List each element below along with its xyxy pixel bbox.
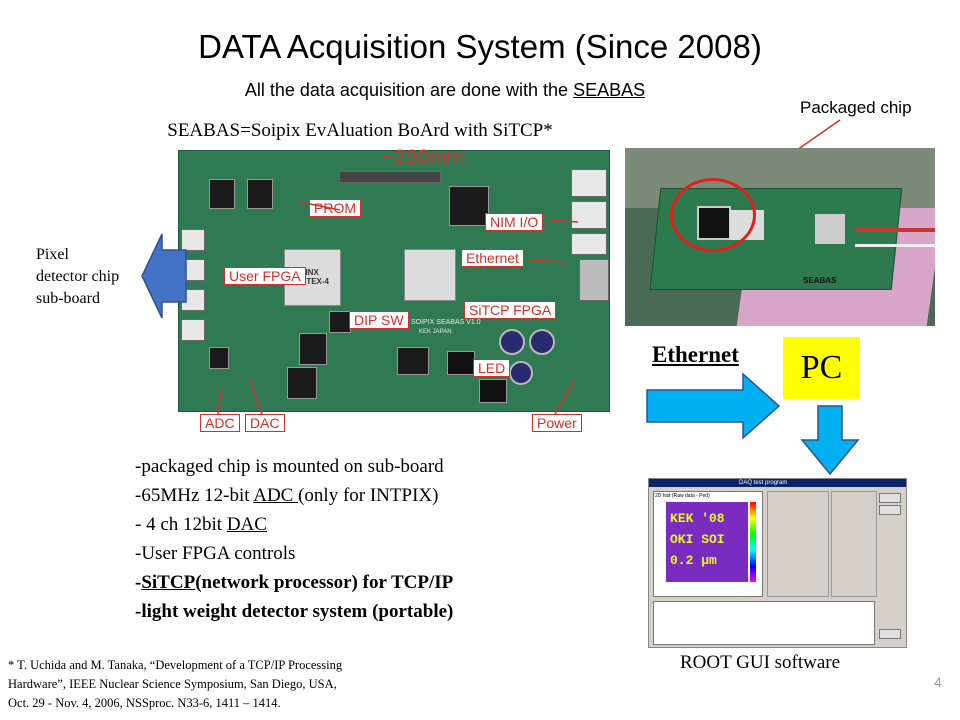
big-left-arrow-icon — [141, 233, 187, 319]
feature-item: -SiTCP(network processor) for TCP/IP — [135, 568, 453, 597]
slide-title: DATA Acquisition System (Since 2008) — [198, 28, 762, 65]
pixel-subboard-label: Pixel detector chip sub-board — [36, 244, 119, 310]
page-number: 4 — [934, 674, 942, 690]
feature-text: -65MHz 12-bit — [135, 485, 254, 506]
feature-item: -65MHz 12-bit ADC (only for INTPIX) — [135, 481, 453, 510]
callout-led: LED — [473, 359, 511, 377]
feature-text: -light weight detector system (portable) — [135, 601, 454, 622]
footnote: * T. Uchida and M. Tanaka, “Development … — [8, 656, 342, 713]
gui-image-line-1: KEK '08 — [670, 511, 725, 526]
subtitle-text: All the data acquisition are done with t… — [244, 80, 574, 100]
pixel-label-line-1: Pixel — [36, 246, 69, 263]
feature-text: (network processor) for TCP/IP — [195, 572, 454, 593]
seabas-definition: SEABAS=Soipix EvAluation BoArd with SiTC… — [167, 120, 553, 141]
callout-user-fpga: User FPGA — [224, 267, 306, 285]
adc-term: ADC — [253, 485, 299, 506]
feature-text: - — [135, 572, 142, 593]
board-size-label: ~230mm — [382, 146, 465, 169]
root-gui-label: ROOT GUI software — [680, 652, 841, 673]
callout-sitcp-fpga: SiTCP FPGA — [464, 301, 557, 319]
callout-nim-io: NIM I/O — [485, 213, 544, 231]
board-silkscreen-2: KEK JAPAN — [419, 329, 452, 335]
gui-image-line-2: OKI SOI — [670, 532, 725, 547]
packaged-chip-label: Packaged chip — [800, 98, 912, 117]
callout-adc: ADC — [200, 414, 240, 432]
fpga-marking: XILINX VIRTEX-4 — [293, 268, 330, 286]
pixel-label-line-3: sub-board — [36, 290, 100, 307]
chip-photo-seabas-text: SEABAS — [803, 276, 837, 285]
gui-image-line-3: 0.2 µm — [670, 553, 717, 568]
footnote-line-3: Oct. 29 - Nov. 4, 2006, NSSproc. N33-6, … — [8, 696, 281, 710]
seabas-board-photo: XILINX VIRTEX-4 SOIPIX SEABAS V1.0 KEK J… — [178, 150, 610, 412]
callout-prom: PROM — [309, 199, 361, 217]
feature-text: -User FPGA controls — [135, 543, 296, 564]
gui-window-title: DAQ test program — [649, 479, 906, 487]
feature-item: -User FPGA controls — [135, 539, 453, 568]
feature-text: (only for INTPIX) — [298, 485, 439, 506]
callout-power: Power — [532, 414, 582, 432]
sitcp-term: SiTCP — [141, 572, 196, 593]
footnote-line-1: * T. Uchida and M. Tanaka, “Development … — [8, 658, 343, 672]
feature-item: -light weight detector system (portable) — [135, 597, 453, 626]
callout-dac: DAC — [245, 414, 285, 432]
dac-term: DAC — [226, 514, 267, 535]
feature-item: -packaged chip is mounted on sub-board — [135, 452, 453, 481]
feature-text: - 4 ch 12bit — [135, 514, 227, 535]
root-gui-screenshot: DAQ test program 2D hist (Raw data - Ped… — [648, 478, 907, 648]
pc-box: PC — [783, 337, 860, 399]
subtitle: All the data acquisition are done with t… — [150, 80, 740, 101]
feature-item: - 4 ch 12bit DAC — [135, 510, 453, 539]
ethernet-label: Ethernet — [652, 342, 739, 367]
footnote-line-2: Hardware”, IEEE Nuclear Science Symposiu… — [8, 677, 337, 691]
packaged-chip-photo: SEABAS — [625, 148, 935, 326]
feature-text: -packaged chip is mounted on sub-board — [135, 456, 444, 477]
feature-list: -packaged chip is mounted on sub-board -… — [135, 452, 453, 626]
down-arrow-icon — [800, 405, 860, 476]
ethernet-arrow-icon — [646, 372, 781, 440]
pixel-label-line-2: detector chip — [36, 268, 120, 285]
seabas-link: SEABAS — [573, 80, 646, 100]
callout-ethernet: Ethernet — [461, 249, 524, 267]
callout-dip-sw: DIP SW — [349, 311, 409, 329]
gui-histo-title: 2D hist (Raw data - Ped) — [655, 493, 710, 499]
board-silkscreen: SOIPIX SEABAS V1.0 — [411, 319, 481, 326]
